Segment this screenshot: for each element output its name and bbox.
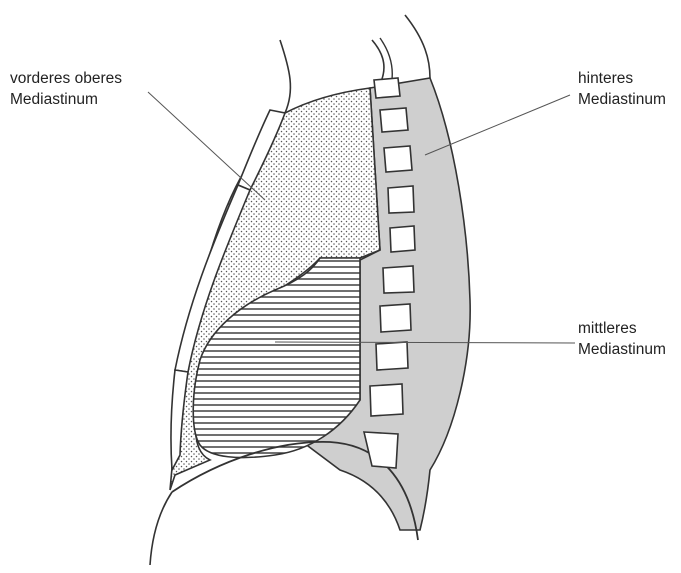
- lower-body-outline: [150, 492, 172, 565]
- label-anterior-superior-line2: Mediastinum: [10, 91, 98, 108]
- neck-front-outline: [280, 40, 290, 113]
- neck-back-outline: [405, 15, 430, 78]
- vertebra: [370, 384, 403, 416]
- label-middle-line1: mittleres: [578, 320, 637, 337]
- vertebra: [380, 304, 411, 332]
- vertebra: [390, 226, 415, 252]
- label-middle-line2: Mediastinum: [578, 341, 666, 358]
- vertebra: [383, 266, 414, 293]
- vertebra: [388, 186, 414, 213]
- vertebra: [376, 342, 408, 370]
- label-posterior-line1: hinteres: [578, 70, 633, 87]
- vertebra: [384, 146, 412, 172]
- label-anterior-superior-line1: vorderes oberes: [10, 70, 122, 87]
- leader-line-posterior: [425, 95, 570, 155]
- label-posterior-line2: Mediastinum: [578, 91, 666, 108]
- vertebra: [374, 78, 400, 98]
- leader-line-anterior-superior: [148, 92, 265, 200]
- vertebra: [380, 108, 408, 132]
